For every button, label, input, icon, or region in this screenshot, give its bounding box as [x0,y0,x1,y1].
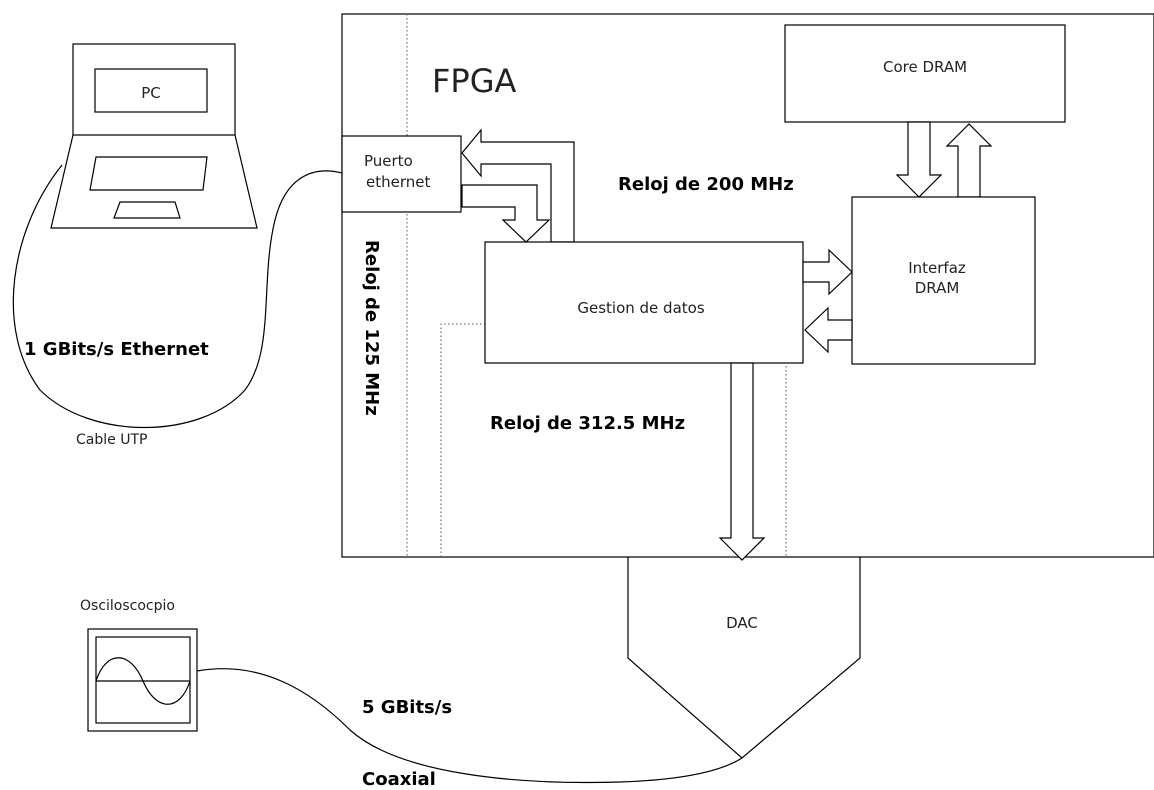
cable-utp-label: Cable UTP [76,432,147,448]
interfaz-dram-label-line1: Interfaz [908,259,966,277]
utp-cable [13,165,342,428]
clock-200-label: Reloj de 200 MHz [618,174,794,195]
ethernet-port-label-line1: Puerto [364,152,413,170]
ethernet-speed-label: 1 GBits/s Ethernet [24,339,209,360]
oscilloscope-label: Osciloscocpio [80,598,175,614]
oscilloscope-icon [88,629,197,731]
clock-312-label: Reloj de 312.5 MHz [490,413,685,434]
dac-block [628,557,860,758]
interfaz-dram-label-line2: DRAM [915,279,960,297]
gestion-datos-label: Gestion de datos [577,299,704,317]
ethernet-port-label-line2: ethernet [366,173,430,191]
core-dram-label: Core DRAM [883,58,967,76]
coaxial-label: Coaxial [362,769,436,790]
laptop-icon [51,44,257,228]
pc-label: PC [141,84,161,102]
clock-125-label: Reloj de 125 MHz [361,240,382,416]
coax-speed-label: 5 GBits/s [362,697,452,718]
dac-label: DAC [726,614,758,632]
fpga-label: FPGA [432,62,517,100]
